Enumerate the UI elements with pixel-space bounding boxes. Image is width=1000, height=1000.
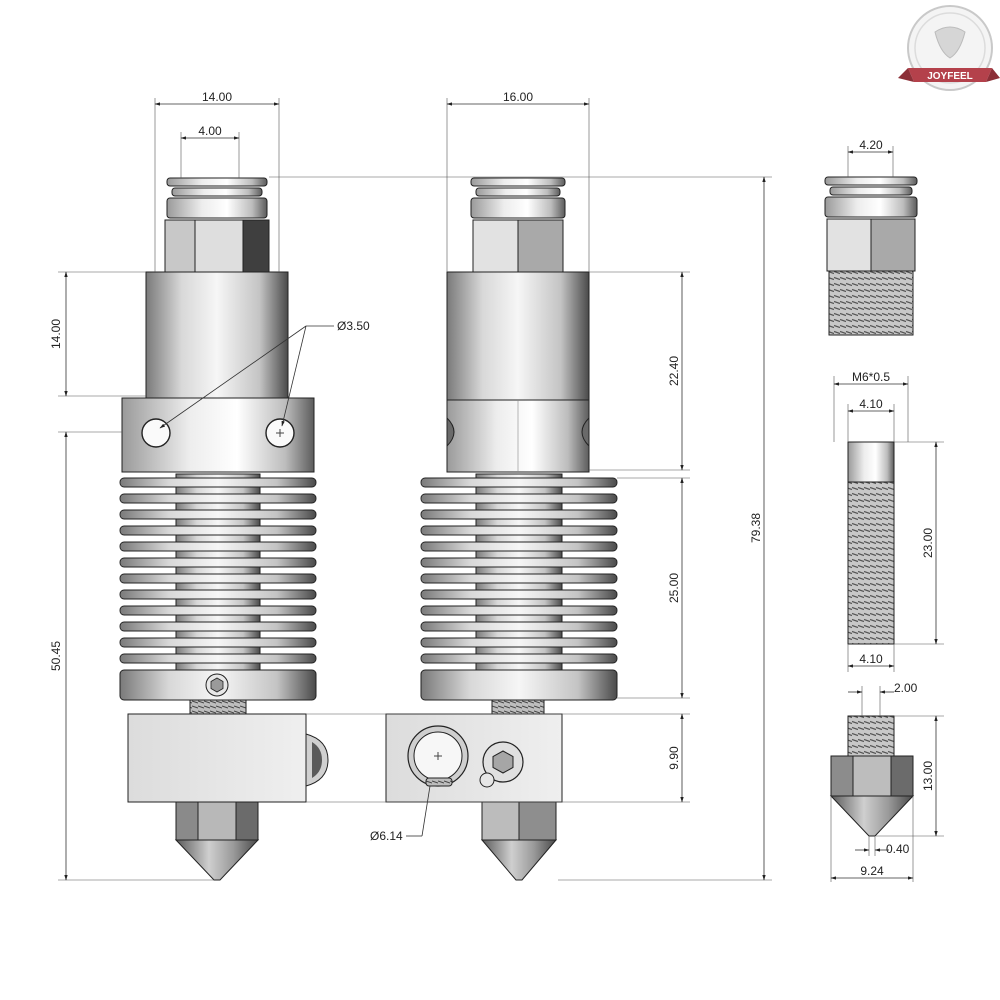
dim-nozzle-orifice: 0.40 — [886, 842, 910, 856]
heatsink-fin — [420, 493, 618, 504]
coupling-ring-collar — [470, 197, 566, 219]
heatsink-fin — [119, 557, 317, 568]
dim-nozzle-hex-width: 9.24 — [860, 864, 884, 878]
heatsink-fins — [119, 473, 317, 671]
coupling-ring-collar — [166, 197, 268, 219]
mounting-hole-left — [446, 416, 455, 448]
dim-front-top-width: 14.00 — [202, 90, 232, 104]
dim-front-barrel-height: 14.00 — [49, 319, 63, 349]
heatsink-fin — [420, 653, 618, 664]
heatsink-fin — [119, 605, 317, 616]
throat-thread — [491, 699, 545, 715]
coupling-hex — [164, 219, 270, 273]
dim-hole-diameter: Ø3.50 — [337, 319, 370, 333]
front-view-assembly — [119, 177, 329, 881]
heatsink-fin — [119, 525, 317, 536]
heatsink-fin — [420, 621, 618, 632]
nozzle-part — [829, 715, 915, 837]
heatsink-fin — [420, 573, 618, 584]
dim-front-total-height: 50.45 — [49, 641, 63, 671]
coupling-ring-top — [470, 177, 566, 187]
dim-side-top-width: 16.00 — [503, 90, 533, 104]
dim-heater-block-height: 9.90 — [667, 746, 681, 770]
brand-logo: JOYFEEL — [898, 5, 1000, 91]
dim-side-barrel-height: 22.40 — [667, 356, 681, 386]
heatsink-fins — [420, 473, 618, 671]
heatbreak-barrel — [145, 271, 289, 399]
heatsink-core — [475, 473, 563, 671]
dim-side-heatsink-height: 25.00 — [667, 573, 681, 603]
heatsink-core — [175, 473, 261, 671]
heatsink-fin — [119, 493, 317, 504]
heater-cartridge-hole — [407, 725, 469, 787]
dim-thread-spec: M6*0.5 — [852, 370, 890, 384]
heatsink-fin — [420, 605, 618, 616]
nozzle-side — [480, 801, 558, 881]
pneumatic-coupling-part — [824, 176, 918, 336]
dim-front-inner-width: 4.00 — [198, 124, 222, 138]
mounting-hole-left — [141, 418, 171, 448]
throat-thread — [189, 699, 247, 715]
dim-nozzle-height: 13.00 — [921, 761, 935, 791]
heatsink-fin — [420, 637, 618, 648]
heatsink-base — [420, 669, 618, 701]
heatsink-fin — [420, 509, 618, 520]
heatsink-fin — [420, 477, 618, 488]
dimension-labels: 14.00 4.00 14.00 Ø3.50 50.45 Ø6.14 16.00… — [49, 90, 935, 878]
heatsink-fin — [119, 541, 317, 552]
coupling-ring-middle — [171, 187, 263, 197]
dim-coupling-width: 4.20 — [859, 138, 883, 152]
heatsink-fin — [420, 541, 618, 552]
heatsink-fin — [119, 637, 317, 648]
dim-throat-top-width: 4.10 — [859, 397, 883, 411]
nozzle-front — [174, 801, 260, 881]
set-screw-icon — [205, 673, 229, 697]
heatsink-fin — [119, 509, 317, 520]
dim-throat-bottom-width: 4.10 — [859, 652, 883, 666]
coupling-hex — [472, 219, 564, 273]
dim-nozzle-thread-width: 2.00 — [894, 681, 918, 695]
coupling-ring-middle — [475, 187, 561, 197]
mounting-hole-right — [581, 416, 590, 448]
thermistor-screw-icon — [479, 741, 524, 788]
heatsink-fin — [420, 557, 618, 568]
heatsink-fin — [119, 621, 317, 632]
side-view-assembly — [385, 177, 618, 881]
heatbreak-barrel — [446, 271, 590, 401]
heater-block — [127, 713, 307, 803]
heatsink-fin — [119, 477, 317, 488]
dim-total-height: 79.38 — [749, 513, 763, 543]
dim-throat-length: 23.00 — [921, 528, 935, 558]
heatsink-fin — [119, 573, 317, 584]
heatsink-fin — [420, 589, 618, 600]
logo-text: JOYFEEL — [927, 71, 973, 82]
heatsink-fin — [119, 589, 317, 600]
dimension-lines — [58, 98, 944, 882]
dim-heater-hole-diameter: Ø6.14 — [370, 829, 403, 843]
throat-tube-part — [847, 441, 895, 645]
coupling-ring-top — [166, 177, 268, 187]
heatsink-fin — [420, 525, 618, 536]
heatsink-fin — [119, 653, 317, 664]
